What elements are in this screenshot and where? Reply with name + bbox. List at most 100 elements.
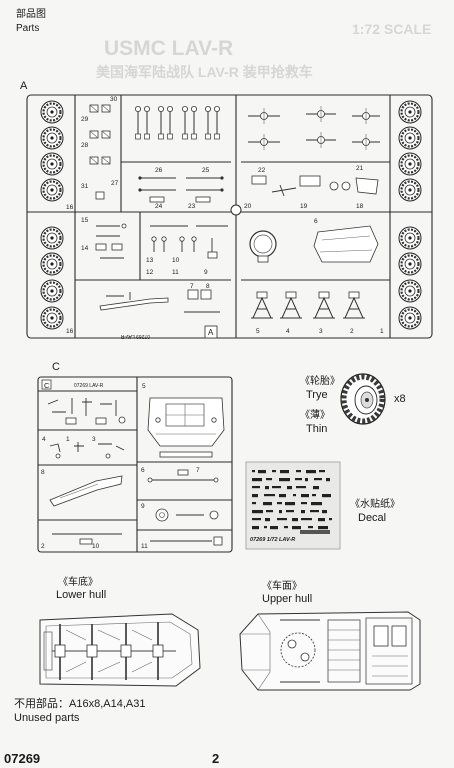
- decal-mark: [301, 494, 309, 498]
- roof-rail: [159, 451, 213, 458]
- part-number: 3: [92, 436, 96, 443]
- decal-mark: [313, 486, 319, 490]
- wheel-part: [40, 152, 64, 176]
- sprue-c-runners: [38, 377, 232, 552]
- part-number: 5: [142, 383, 146, 390]
- wheel-part: [398, 306, 422, 330]
- jack-legs: [343, 296, 365, 319]
- wheel-tread: [400, 128, 420, 148]
- sprue-c-tag-letter: C: [44, 381, 50, 390]
- wheel-part: [40, 126, 64, 150]
- decal-mark: [279, 478, 290, 482]
- part-number: 12: [146, 269, 154, 276]
- wheel-part: [398, 226, 422, 250]
- bleed-scale: 1:72 SCALE: [352, 21, 431, 37]
- roof-knob: [211, 417, 217, 423]
- part-number: 6: [314, 218, 318, 225]
- hook-base: [182, 133, 188, 140]
- decal-mark: [300, 530, 330, 534]
- hook-eye: [190, 106, 197, 113]
- part-number: 30: [110, 96, 118, 103]
- wheel-hub: [408, 289, 412, 293]
- wheel-tread: [400, 281, 420, 301]
- arm-detail: [59, 483, 99, 499]
- part-number: 29: [81, 116, 89, 123]
- part-block: [207, 251, 218, 259]
- lower-hull-label-cn: 《车底》: [58, 575, 98, 588]
- sprue-a-jack-stands: [251, 291, 365, 319]
- wheel-hub-inner: [159, 512, 165, 518]
- wheel-tread: [400, 180, 420, 200]
- decal-mark: [287, 486, 292, 490]
- part-number: 4: [286, 328, 290, 335]
- shield-part: [313, 225, 379, 263]
- round-part: [341, 181, 351, 191]
- sprue-c-label: C: [52, 361, 60, 373]
- sprue-a-center-gate: [230, 204, 242, 216]
- decal-mark: [263, 502, 272, 506]
- part-number: 21: [356, 165, 364, 172]
- page-number: 2: [212, 751, 219, 766]
- sprue-c-part-numbers: 5 4 1 3 8 6 7 9 2 10 11: [41, 383, 200, 550]
- wheel-tread: [42, 180, 62, 200]
- decal-mark: [314, 478, 322, 481]
- round-part: [118, 416, 126, 424]
- wheel-tread: [400, 102, 420, 122]
- decal-label-cn: 《水贴纸》: [350, 497, 400, 510]
- wheel-tread: [400, 228, 420, 248]
- rod-end: [220, 188, 224, 192]
- wheel-hub: [50, 188, 54, 192]
- engine-grille: [328, 629, 360, 671]
- hatch: [287, 639, 297, 649]
- part-number: 3: [319, 328, 323, 335]
- rear-hatch: [373, 625, 389, 647]
- decal-mark: [252, 510, 263, 514]
- part-number: 4: [42, 436, 46, 443]
- roof-knob: [155, 417, 161, 423]
- upper-hull-label-cn: 《车面》: [262, 579, 302, 592]
- part-number: 23: [188, 203, 196, 210]
- wheel-part: [398, 152, 422, 176]
- part-number: 15: [81, 217, 89, 224]
- wheel-part: [398, 279, 422, 303]
- wheel-tread: [42, 154, 62, 174]
- decal-mark: [301, 510, 305, 514]
- wheel-hub: [50, 136, 54, 140]
- part-number: 14: [81, 245, 89, 252]
- sprue-a-tools: [251, 175, 379, 197]
- sprue-a-tag: [204, 325, 218, 339]
- part-number: 19: [300, 203, 308, 210]
- wheel-hub: [408, 262, 412, 266]
- decal-sheet: 07269 1/72 LAV-R: [245, 461, 341, 550]
- part-number: 1: [66, 436, 70, 443]
- decal-mark: [319, 470, 325, 473]
- hook-base: [205, 133, 211, 140]
- decal-mark: [252, 486, 260, 489]
- hook-eye: [143, 106, 150, 113]
- sprue-c: C 07269 LAV-R: [37, 376, 233, 553]
- rear-plate: [43, 631, 53, 671]
- sprue-a-small-boxes: [89, 104, 111, 200]
- sprue-a: A 07269 LAV-R 30 29 28 31 27 16 26 25 24…: [26, 94, 433, 339]
- part-number: 8: [206, 283, 210, 290]
- ring-part-inner: [253, 234, 273, 254]
- decal-mark: [252, 518, 261, 521]
- sprue-c-row2-parts: [49, 442, 125, 459]
- tire-hub: [365, 398, 369, 402]
- part-number: 11: [141, 543, 148, 550]
- sprue-a-part-numbers: 30 29 28 31 27 16 26 25 24 23 22 21 20 1…: [66, 96, 384, 335]
- decal-mark: [310, 510, 319, 513]
- part-block: [177, 469, 189, 476]
- lower-hull-label-en: Lower hull: [56, 589, 106, 601]
- decal-mark: [284, 526, 288, 529]
- part-block: [195, 196, 211, 203]
- decal-mark: [312, 494, 316, 497]
- sprue-a-bottom-middle-parts: [150, 225, 228, 259]
- part-block: [200, 289, 212, 300]
- hook-base: [135, 133, 141, 140]
- rear-hatch: [391, 625, 407, 647]
- decal-label-en: Decal: [358, 512, 386, 524]
- turret-ring: [280, 632, 316, 668]
- upper-hull-outline: [239, 611, 421, 691]
- decal-mark: [292, 518, 298, 522]
